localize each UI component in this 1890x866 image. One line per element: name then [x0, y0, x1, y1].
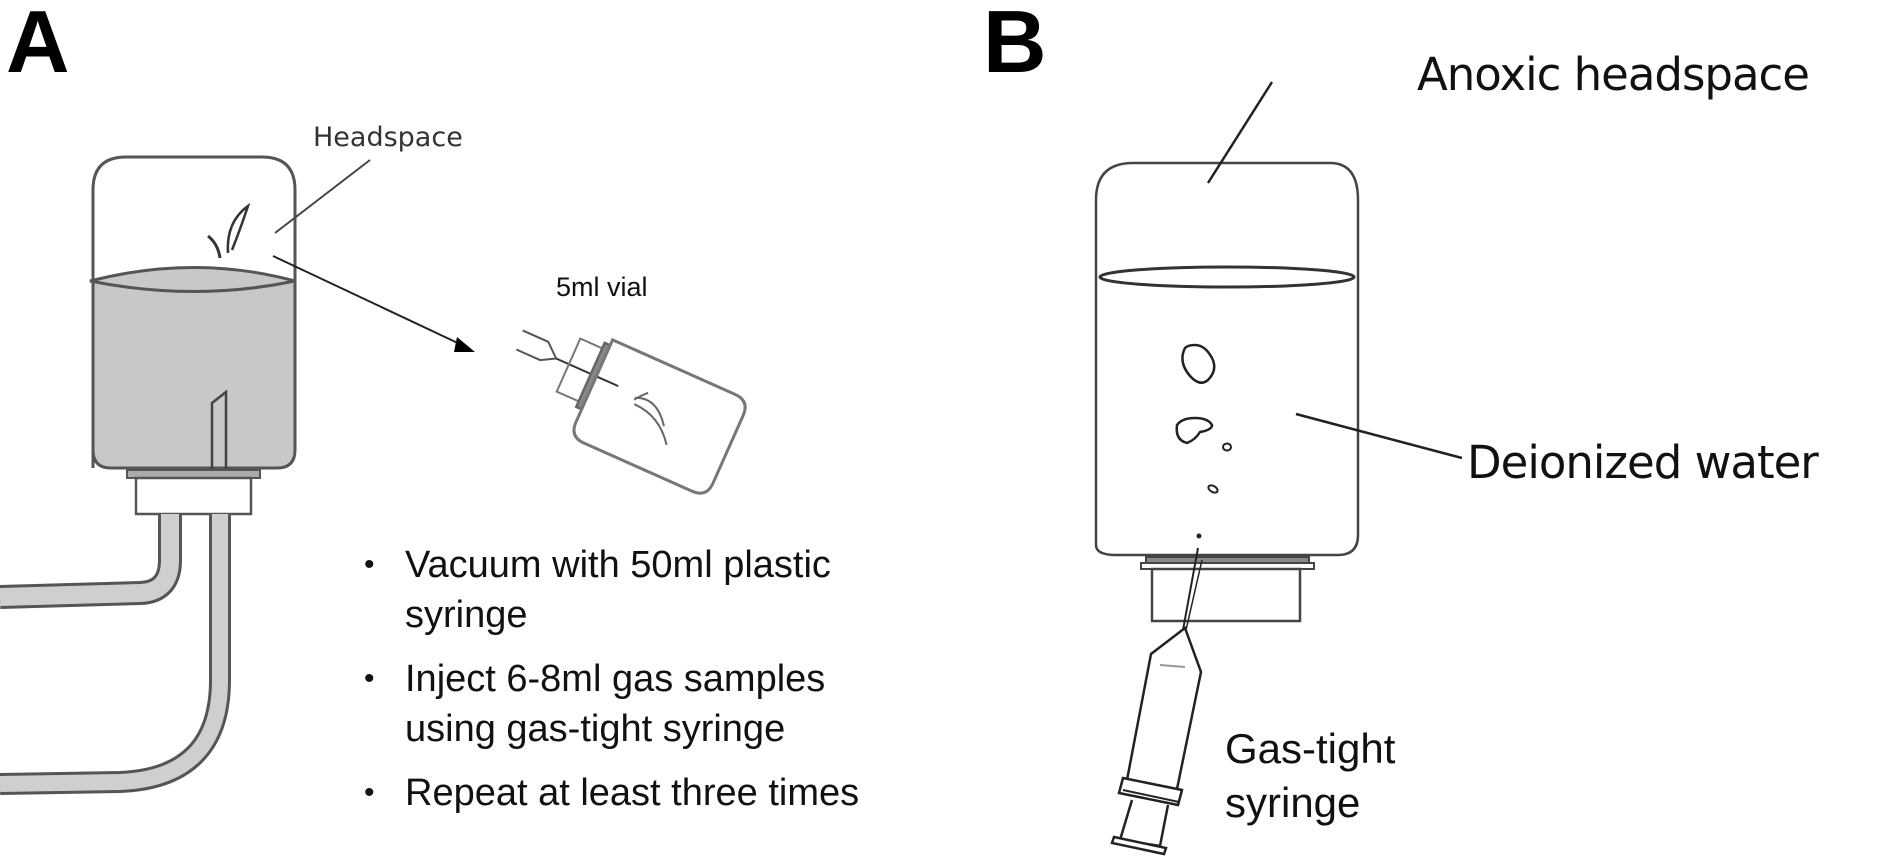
syringe-label-line2: syringe — [1225, 779, 1361, 826]
step-item: Inject 6-8ml gas samples using gas-tight… — [360, 654, 920, 754]
transfer-arrow — [272, 255, 475, 352]
gas-tight-syringe — [1110, 547, 1203, 856]
anoxic-leader — [1206, 81, 1274, 184]
bottle-b-meniscus — [1098, 265, 1356, 289]
gas-tight-syringe-label: Gas-tight syringe — [1225, 722, 1395, 830]
panel-b-bottle — [1094, 161, 1360, 623]
bubble — [1181, 343, 1216, 384]
panel-a-label: A — [6, 0, 70, 91]
vial-5ml — [515, 329, 747, 495]
inner-tube — [210, 389, 228, 470]
bubble — [1207, 484, 1219, 494]
bubble — [1222, 442, 1232, 452]
panel-b-label: B — [983, 0, 1047, 91]
step-item: Repeat at least three times — [360, 768, 920, 818]
arrow-head-icon — [454, 337, 475, 352]
headspace-leader — [274, 159, 371, 234]
panel-a-bottle — [89, 155, 297, 516]
bubble — [1196, 533, 1202, 539]
bottle-a-outline — [91, 155, 297, 470]
deionized-leader — [1295, 412, 1463, 460]
syringe-label-line1: Gas-tight — [1225, 725, 1396, 772]
anoxic-headspace-label: Anoxic headspace — [1417, 48, 1810, 101]
tubing — [0, 514, 231, 795]
bottle-a-liquid — [93, 269, 295, 468]
vial-label: 5ml vial — [556, 272, 648, 302]
gas-wisp-icon — [207, 234, 222, 259]
bottle-a-meniscus — [89, 266, 296, 293]
step-item: Vacuum with 50ml plastic syringe — [360, 540, 920, 640]
gas-wisp-icon — [226, 202, 251, 254]
bottle-b-cap — [1150, 567, 1302, 623]
bubble — [1175, 416, 1214, 445]
bottle-a-cap — [134, 476, 253, 516]
bottle-b-outline — [1094, 161, 1360, 557]
procedure-steps: Vacuum with 50ml plastic syringe Inject … — [360, 540, 920, 832]
deionized-water-label: Deionized water — [1467, 436, 1819, 489]
headspace-label: Headspace — [313, 122, 463, 153]
